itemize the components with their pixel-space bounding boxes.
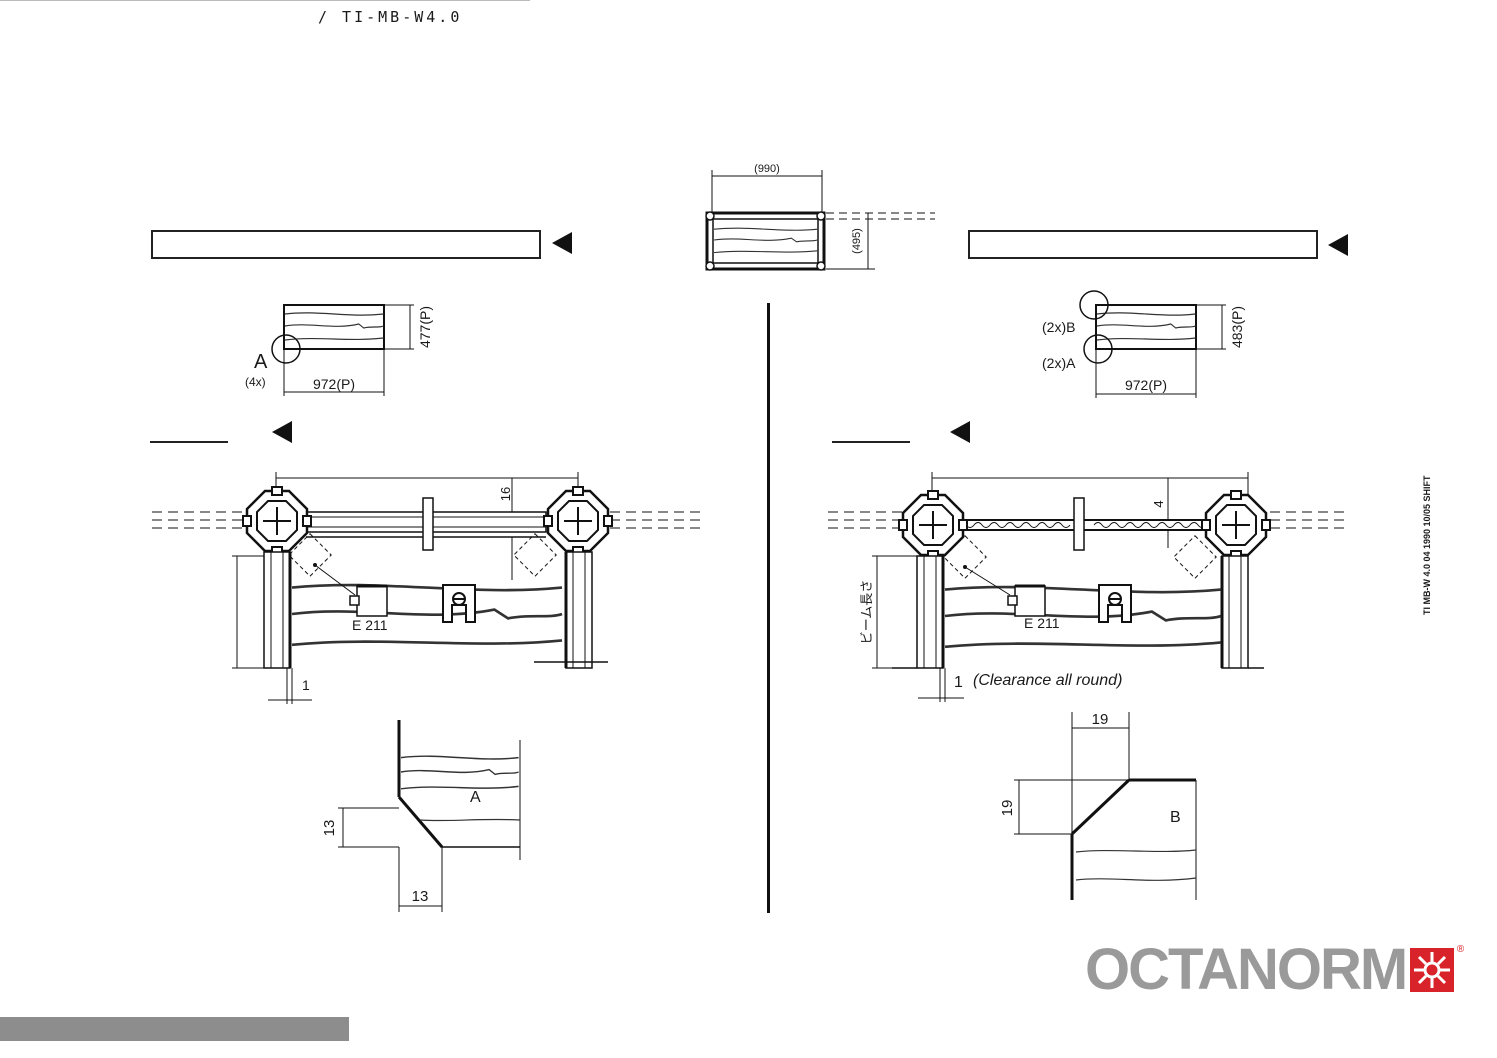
right-pointer-arrow-icon [1328,234,1348,256]
right-subheading-underline [832,441,910,443]
right-ref-b: (2x)B [1042,319,1075,335]
right-section-label-box [968,230,1318,259]
side-reference-text: TI MB-W 4.0 04 1990 10/05 SHIFT [1422,445,1436,615]
left-chamfer-width: 13 [412,888,429,905]
left-panel-height: 477(P) [417,306,433,348]
top-rule [0,0,530,1]
footer-bar [0,1017,349,1041]
right-panel-width: 972(P) [1125,377,1167,393]
logo-wordmark: OCTANORM [1085,937,1408,1002]
left-subheading-arrow-icon [272,421,292,443]
right-panel-height: 483(P) [1229,306,1245,348]
right-ref-a: (2x)A [1042,355,1076,371]
left-detail-a: A 13 13 [321,720,521,912]
left-subheading-underline [150,441,228,443]
octanorm-logo: OCTANORM ® [1085,937,1464,1002]
registered-mark: ® [1456,944,1465,955]
left-detail-ref: A [254,351,268,373]
right-subheading-arrow-icon [950,421,970,443]
right-dim-4: 4 [1151,500,1166,507]
center-divider [767,303,770,913]
left-section-label-box [151,230,541,259]
left-section-view: 16 E 211 1 [152,472,705,704]
left-panel-view: 477(P) 972(P) A (4x) [245,304,433,396]
right-connector-code: E 211 [1024,615,1060,631]
right-detail-label: B [1170,809,1181,826]
left-chamfer-height: 13 [321,820,338,837]
right-clearance-note: (Clearance all round) [973,672,1122,689]
side-reference-label: TI MB-W 4.0 04 1990 10/05 SHIFT [1422,475,1432,615]
left-connector-code: E 211 [352,617,388,633]
right-detail-b: 19 B 19 [999,711,1197,900]
overview-height-label: (495) [851,228,863,254]
right-beam-length: ビーム長さ [859,580,874,645]
document-code: / TI-MB-W4.0 [318,8,463,26]
left-panel-width: 972(P) [313,376,355,392]
left-dim-16: 16 [498,487,513,501]
logo-star-icon: ® [1410,944,1464,992]
right-gap: 1 [954,674,963,691]
right-chamfer-width: 19 [1092,711,1109,728]
left-gap: 1 [302,677,310,693]
overview-width-label: (990) [754,163,780,175]
right-panel-view: 483(P) 972(P) (2x)B (2x)A [1042,290,1245,398]
left-detail-count: (4x) [245,375,266,389]
left-detail-label: A [470,789,481,806]
overview-frame: (990) (495) [705,163,935,271]
left-pointer-arrow-icon [552,232,572,254]
right-section-view: 4 ビーム長さ E 211 1 (Clearance all round) [828,472,1345,702]
right-chamfer-height: 19 [999,800,1016,817]
